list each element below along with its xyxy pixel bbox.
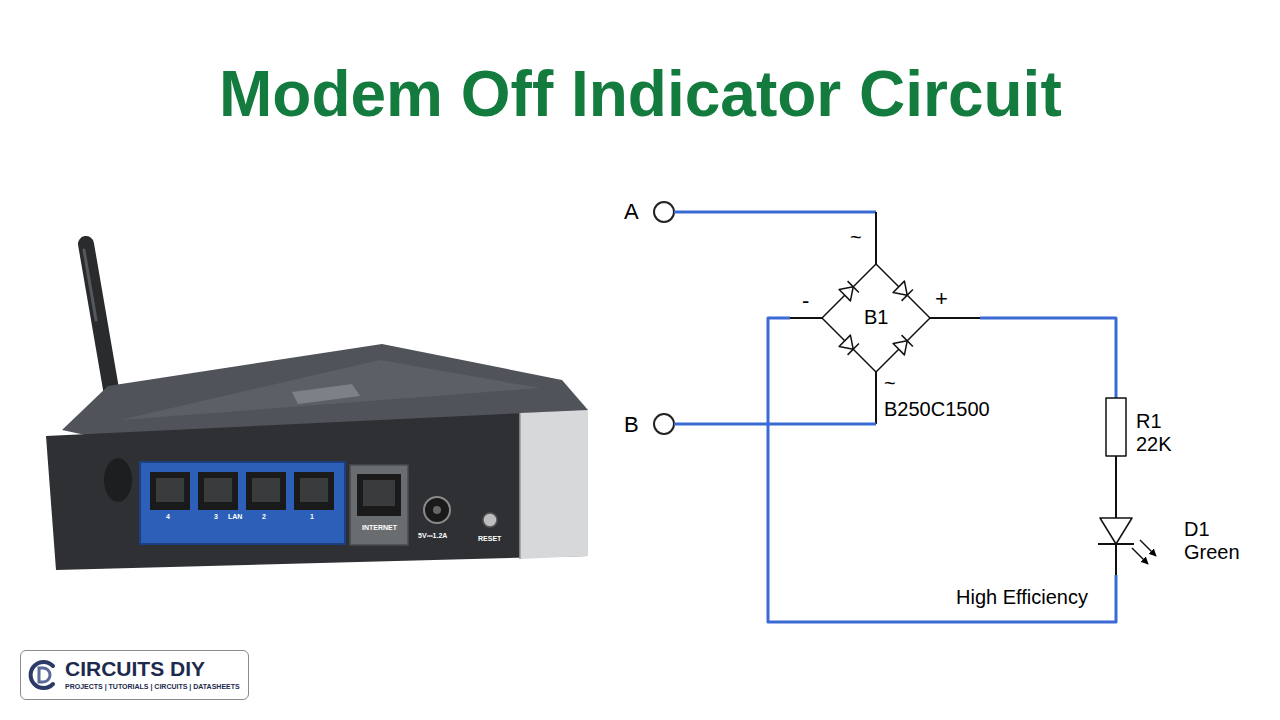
terminal-label: B: [624, 412, 639, 437]
part-value: B250C1500: [884, 398, 990, 421]
port-label: LAN: [228, 513, 242, 521]
polarity-sign: +: [935, 286, 948, 311]
part-name: R1: [1136, 410, 1162, 433]
part-value: 22K: [1136, 433, 1172, 456]
part-note: High Efficiency: [956, 586, 1088, 609]
light-arrow: [1140, 540, 1156, 556]
circuit-schematic: [654, 202, 1156, 622]
polarity-sign: -: [802, 288, 809, 313]
ac-symbol: ~: [850, 226, 862, 249]
resistor-symbol: [1106, 398, 1126, 456]
wire: [930, 317, 980, 319]
logo-tagline: PROJECTS | TUTORIALS | CIRCUITS | DATASH…: [65, 683, 242, 691]
part-name: D1: [1184, 518, 1210, 541]
wire: [674, 423, 876, 426]
logo-name: CIRCUITS DIY: [65, 657, 242, 681]
port-label: 5V⎓1.2A: [418, 532, 447, 540]
terminal: [654, 414, 674, 434]
part-name: B1: [864, 306, 888, 329]
terminal-label: A: [624, 199, 639, 224]
port-label: RESET: [478, 535, 501, 543]
port-label: INTERNET: [362, 524, 397, 532]
wire: [674, 211, 876, 214]
part-value: Green: [1184, 541, 1240, 564]
diode-symbol: [839, 281, 913, 355]
terminal: [654, 202, 674, 222]
wire: [875, 212, 877, 264]
wire: [875, 372, 877, 424]
wire: [768, 318, 1116, 622]
logo-box: CIRCUITS DIY PROJECTS | TUTORIALS | CIRCU…: [20, 650, 249, 700]
port-label: 1: [310, 513, 314, 521]
wire: [1115, 544, 1117, 575]
led-symbol: [1100, 518, 1132, 544]
light-arrow: [1132, 548, 1148, 564]
title: Modem Off Indicator Circuit: [219, 58, 1062, 132]
port-label: 3: [214, 513, 218, 521]
wire: [1115, 456, 1117, 518]
router-illustration: [46, 244, 588, 570]
ac-symbol: ~: [884, 372, 896, 395]
wire: [790, 317, 822, 319]
port-label: 2: [262, 513, 266, 521]
logo-icon: [26, 658, 60, 692]
wire: [980, 318, 1116, 398]
bridge-rectifier: [822, 264, 930, 372]
port-label: 4: [166, 513, 170, 521]
